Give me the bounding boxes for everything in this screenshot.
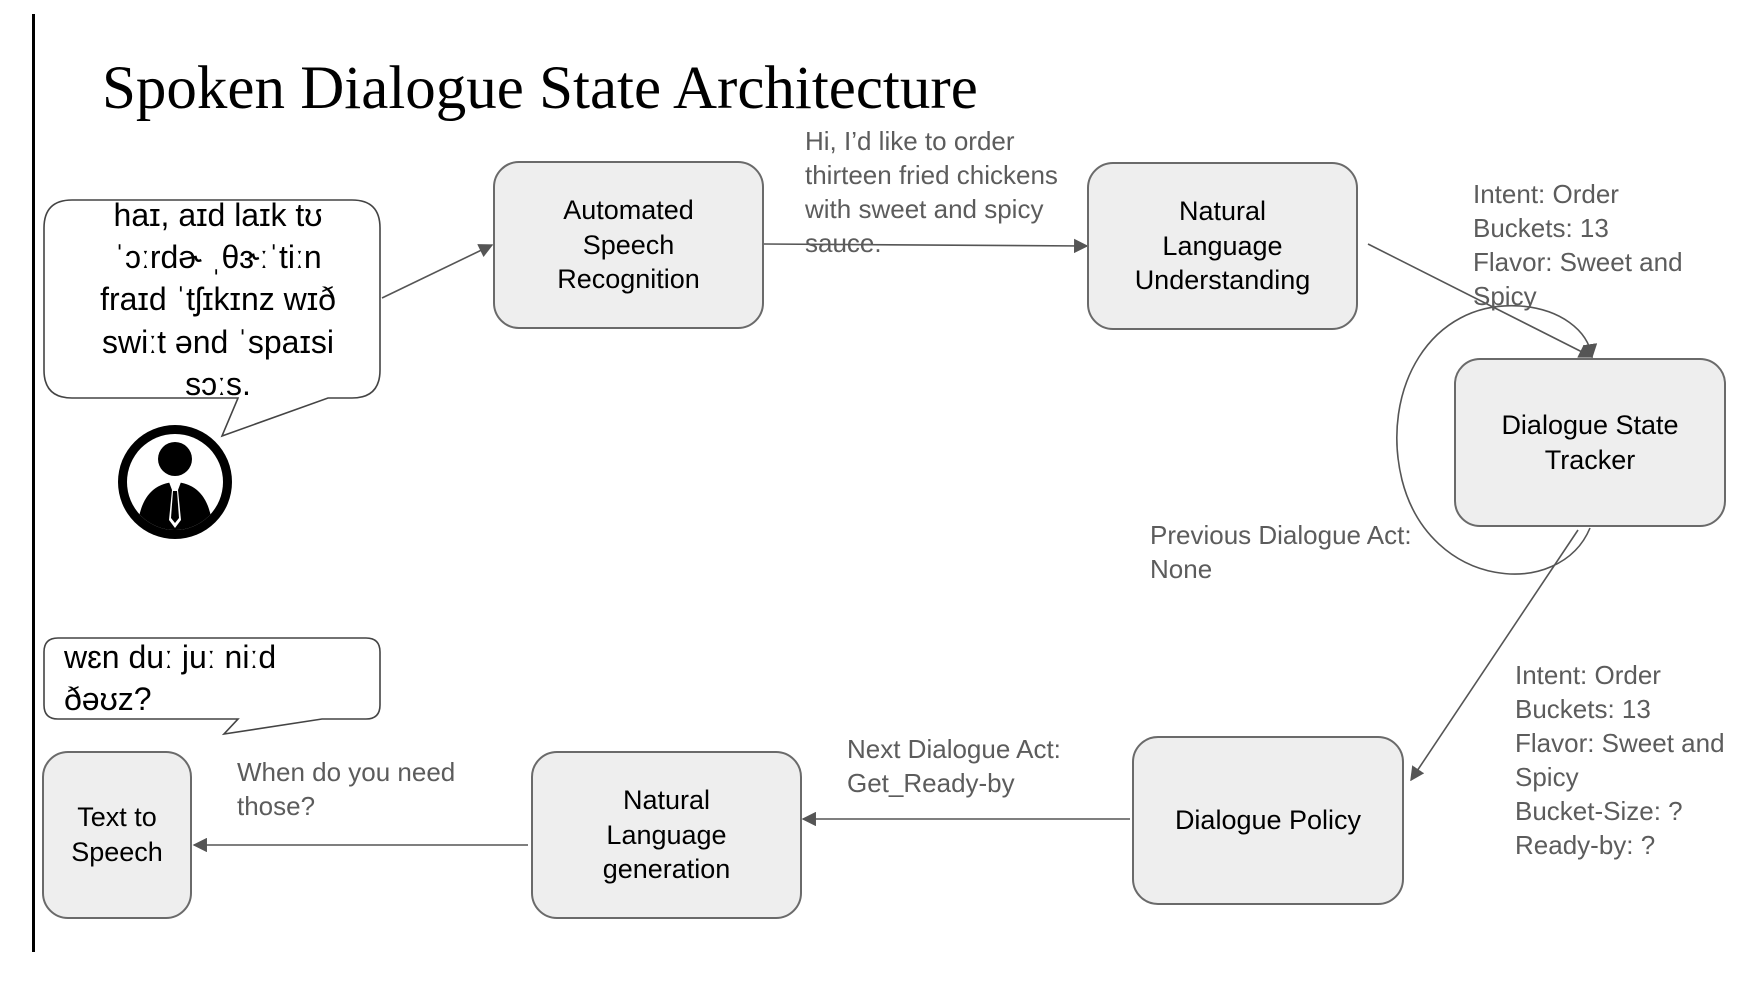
previous-dialogue-act: Previous Dialogue Act: None [1150, 520, 1412, 585]
user-speech-bubble [43, 199, 381, 438]
next-dialogue-act: Next Dialogue Act: Get_Ready-by [847, 734, 1061, 799]
nlu-box: Natural Language Understanding [1087, 162, 1358, 330]
arrow-dst-self-loop [1396, 305, 1598, 575]
arrow-user-to-asr [381, 244, 494, 299]
system-utterance-ipa: wɛn duː juː niːd ðəʊz? [64, 639, 277, 718]
nlg-output-text: When do you need those? [237, 757, 456, 822]
tts-box-label: Text to Speech [71, 802, 163, 867]
arrow-nlu-to-dst [1367, 243, 1594, 358]
page-title: Spoken Dialogue State Architecture [102, 55, 978, 122]
dst-box: Dialogue State Tracker [1454, 358, 1726, 527]
left-vertical-rule [32, 14, 35, 952]
asr-box: Automated Speech Recognition [493, 161, 764, 329]
user-avatar-icon [118, 425, 232, 539]
arrow-dst-to-policy [1410, 529, 1579, 782]
asr-box-label: Automated Speech Recognition [557, 195, 700, 295]
system-speech-bubble [43, 637, 381, 736]
user-utterance-ipa: haɪ, aɪd laɪk tʊ ˈɔːrdɚ ˌθɝːˈtiːn fraɪd … [100, 197, 336, 402]
nlg-box: Natural Language generation [531, 751, 802, 919]
arrow-asr-to-nlu [763, 238, 1089, 254]
policy-box-label: Dialogue Policy [1174, 805, 1362, 836]
dst-box-label: Dialogue State Tracker [1501, 409, 1679, 475]
nlg-box-label: Natural Language generation [602, 785, 731, 885]
nlu-output-frame: Intent: Order Buckets: 13 Flavor: Sweet … [1473, 179, 1683, 312]
asr-output-text: Hi, I’d like to order thirteen fried chi… [805, 126, 1058, 259]
nlu-box-label: Natural Language Understanding [1134, 196, 1311, 296]
policy-box: Dialogue Policy [1132, 736, 1404, 905]
dst-output-frame: Intent: Order Buckets: 13 Flavor: Sweet … [1515, 660, 1725, 861]
tts-box: Text to Speech [42, 751, 192, 919]
